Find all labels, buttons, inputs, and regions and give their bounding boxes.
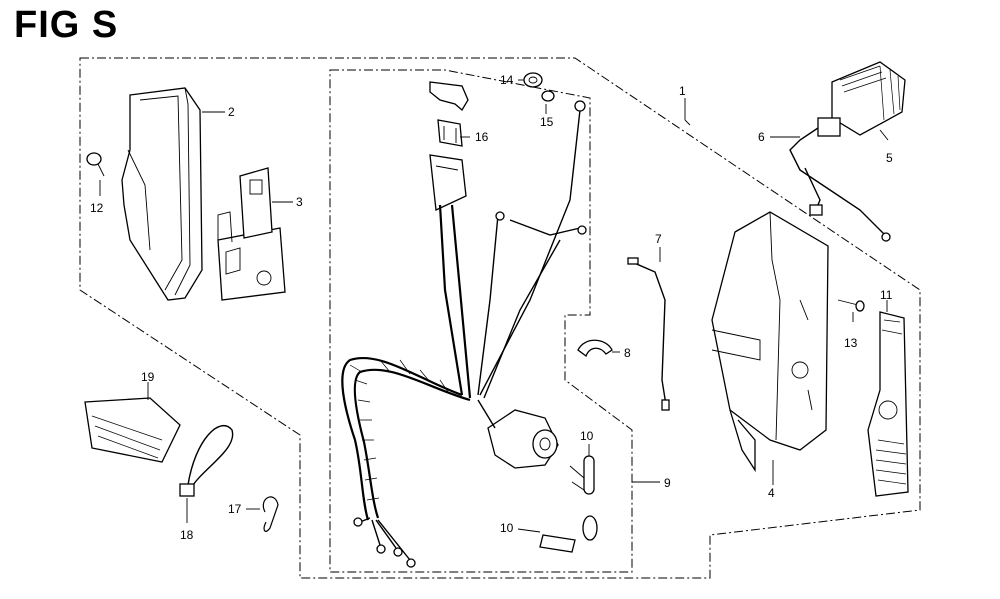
callout-10a: 10 xyxy=(580,429,594,443)
part-12-screw xyxy=(86,152,105,177)
part-7-lead-wire xyxy=(627,257,670,411)
part-18-ground-wire xyxy=(179,424,234,497)
callout-2: 2 xyxy=(228,105,235,119)
part-6-harness xyxy=(789,127,891,242)
callout-19: 19 xyxy=(141,370,155,384)
part-19-foam xyxy=(84,397,181,463)
callout-13: 13 xyxy=(844,336,858,350)
callout-3: 3 xyxy=(296,195,303,209)
part-10-grommet-a xyxy=(569,455,595,495)
part-2-cover xyxy=(121,87,203,301)
callout-18: 18 xyxy=(180,528,194,542)
callout-4: 4 xyxy=(768,486,775,500)
part-5-regulator xyxy=(817,61,906,137)
callout-11: 11 xyxy=(880,288,893,302)
assembly-1-boundary xyxy=(79,57,921,579)
part-4-control-box xyxy=(711,211,829,473)
part-17-band xyxy=(262,496,279,532)
part-15-washer xyxy=(541,90,555,102)
part-9-wire-harness xyxy=(341,100,587,568)
callout-14: 14 xyxy=(500,73,514,87)
part-10-grommet-b xyxy=(539,515,598,553)
figure-title: FIG S xyxy=(14,4,119,46)
part-8-clip xyxy=(577,339,613,358)
part-16-fuse xyxy=(429,81,469,147)
callout-15: 15 xyxy=(540,115,554,129)
callout-1: 1 xyxy=(679,84,686,98)
callout-6: 6 xyxy=(758,130,765,144)
callout-7: 7 xyxy=(655,232,662,246)
part-14-nut xyxy=(523,72,543,88)
part-3-bracket xyxy=(217,167,286,301)
callout-8: 8 xyxy=(624,346,631,360)
callout-16: 16 xyxy=(475,130,489,144)
callout-5: 5 xyxy=(886,151,893,165)
callout-17: 17 xyxy=(228,502,242,516)
callout-10b: 10 xyxy=(500,521,514,535)
assembly-9-boundary xyxy=(329,69,633,573)
part-11-insulator xyxy=(867,311,909,497)
callout-12: 12 xyxy=(90,201,104,215)
part-13-bolt xyxy=(837,299,865,312)
leader-lines xyxy=(99,79,889,533)
callout-9: 9 xyxy=(664,476,671,490)
